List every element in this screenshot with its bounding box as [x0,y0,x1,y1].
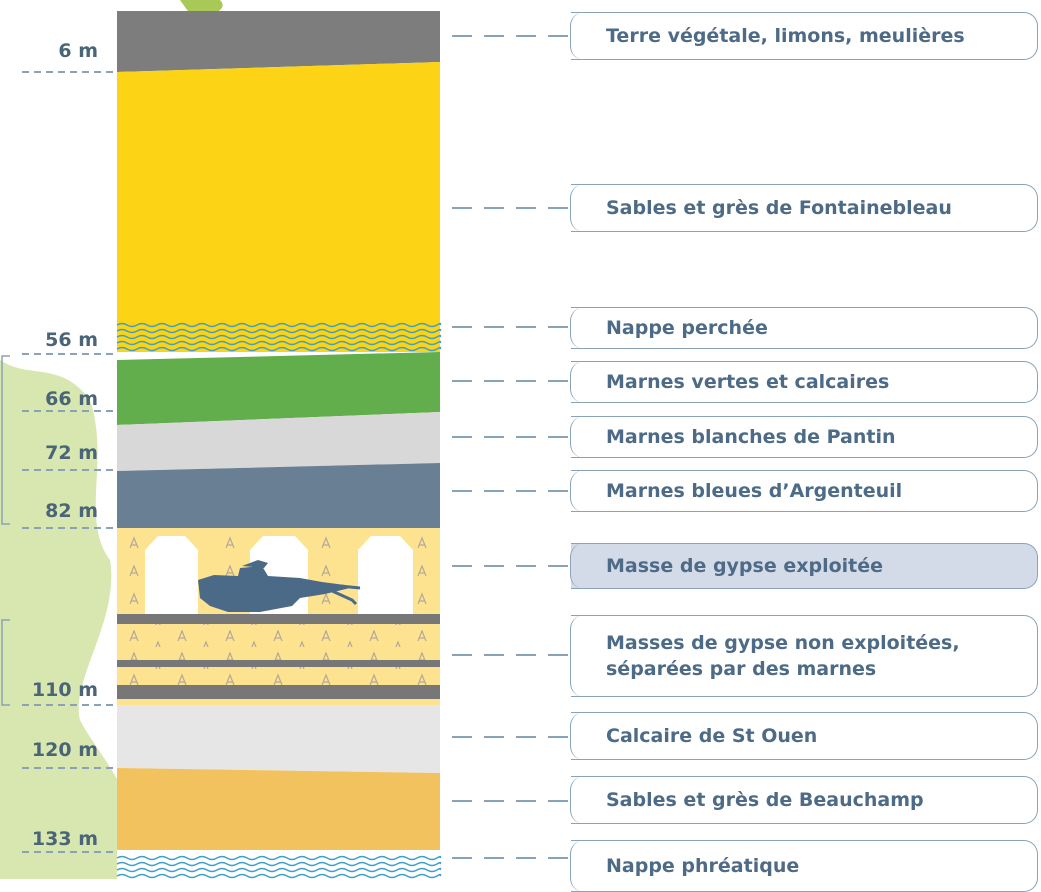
water-table-wave-icon [116,322,442,352]
marl-band [117,614,440,624]
marl-band [117,660,440,667]
strata-column [117,11,440,879]
layer-label-text: Nappe perchée [606,317,768,339]
layer-label-exploited-gypsum: Masse de gypse exploitée [570,543,1038,589]
depth-label: 82 m [45,500,98,522]
layer-label-unexploited-gypsum: Masses de gypse non exploitées, séparées… [570,615,1038,697]
layer-label-green-marl: Marnes vertes et calcaires [570,361,1038,403]
layer-topsoil [117,11,440,72]
depth-label: 133 m [31,828,98,850]
layer-label-water-table: Nappe phréatique [570,840,1038,892]
layer-label-st-ouen-limestone: Calcaire de St Ouen [570,712,1038,760]
layer-st-ouen-limestone [117,705,440,773]
layer-label-text: Calcaire de St Ouen [606,725,818,747]
label-connectors [452,35,571,859]
layer-gypsum-exploited [117,528,440,614]
depth-label: 66 m [45,388,98,410]
layer-label-text: Marnes bleues d’Argenteuil [606,480,903,502]
layer-blue-marl [117,463,440,528]
layer-fontainebleau-sand [117,62,440,352]
depth-label: 72 m [45,442,98,464]
depth-label: 6 m [58,40,98,62]
layer-green-marl [117,352,440,425]
layer-label-text: Sables et grès de Fontainebleau [606,197,952,219]
layer-label-text: Sables et grès de Beauchamp [606,789,924,811]
layer-label-text: Marnes blanches de Pantin [606,426,896,448]
layer-label-white-marl: Marnes blanches de Pantin [570,416,1038,458]
gallery-pillar-void [145,536,198,614]
water-table-wave-icon [116,855,442,879]
layer-label-fontainebleau-sand: Sables et grès de Fontainebleau [570,184,1038,232]
depth-guides [22,71,117,853]
layer-label-perched-water-table: Nappe perchée [570,307,1038,349]
layer-label-text: Masses de gypse non exploitées, séparées… [606,632,960,680]
gallery-pillar-void [358,536,413,614]
depth-brackets [1,355,10,706]
layer-label-beauchamp-sand: Sables et grès de Beauchamp [570,776,1038,824]
depth-label: 120 m [31,739,98,761]
layer-label-text: Marnes vertes et calcaires [606,371,890,393]
depth-label: 56 m [45,329,98,351]
layer-label-text: Terre végétale, limons, meulières [606,25,965,47]
layer-label-text: Masse de gypse exploitée [606,555,884,577]
layer-label-topsoil: Terre végétale, limons, meulières [570,12,1038,60]
tunneling-machine-icon [198,560,361,612]
layer-label-blue-marl: Marnes bleues d’Argenteuil [570,470,1038,512]
marl-band [117,685,440,699]
layer-beauchamp-sand [117,768,440,850]
layer-label-text: Nappe phréatique [606,855,800,877]
depth-label: 110 m [31,679,98,701]
layer-white-marl [117,412,440,471]
